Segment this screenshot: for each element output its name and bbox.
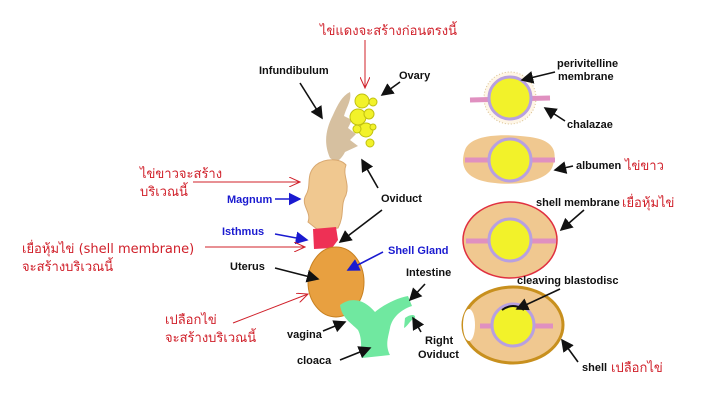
- shell-membrane-label: shell membrane: [536, 197, 620, 209]
- egg-stage-4: [461, 285, 565, 365]
- membrane-note-1: เยื่อหุ้มไข่ (shell membrane): [22, 240, 194, 257]
- yolk-note: ไข่แดงจะสร้างก่อนตรงนี้: [319, 21, 458, 39]
- annotation-arrows: [193, 40, 426, 361]
- membrane-note-2: จะสร้างบริเวณนี้: [22, 257, 114, 275]
- right-oviduct-label-1: Right: [425, 335, 453, 347]
- egg-labels: perivitelline membrane chalazae albumen …: [517, 58, 674, 376]
- egg-stage-1: [469, 71, 551, 125]
- albumen-note-1: ไข่ขาวจะสร้าง: [139, 166, 222, 182]
- ovary-label: Ovary: [399, 70, 431, 82]
- isthmus-label: Isthmus: [222, 226, 264, 238]
- infundibulum-label: Infundibulum: [259, 65, 329, 77]
- albumen-label: albumen: [576, 160, 622, 172]
- egg-stage-3: [462, 201, 558, 279]
- egg-arrows: [515, 71, 585, 363]
- shell-thai-label: เปลือกไข่: [611, 360, 663, 376]
- perivitelline-label-1: perivitelline: [557, 58, 618, 70]
- ovary-cluster: [349, 93, 378, 148]
- isthmus-shape: [313, 227, 338, 249]
- shell-gland-label: Shell Gland: [388, 245, 449, 257]
- vagina-label: vagina: [287, 329, 323, 341]
- oviduct-label: Oviduct: [381, 193, 422, 205]
- egg-stage-2: [463, 135, 555, 184]
- magnum-shape: [303, 159, 348, 231]
- tract-labels: ไข่แดงจะสร้างก่อนตรงนี้ Infundibulum Ova…: [22, 21, 459, 367]
- uterus-label: Uterus: [230, 261, 265, 273]
- right-oviduct-label-2: Oviduct: [418, 349, 459, 361]
- albumen-thai-label: ไข่ขาว: [624, 158, 664, 174]
- magnum-label: Magnum: [227, 194, 272, 206]
- cloaca-label: cloaca: [297, 355, 332, 367]
- chalazae-label: chalazae: [567, 119, 613, 131]
- shell-membrane-thai-label: เยื่อหุ้มไข่: [622, 194, 674, 211]
- cloaca-shape: [340, 296, 416, 358]
- shell-note-1: เปลือกไข่: [165, 312, 217, 328]
- infundibulum-shape: [326, 92, 358, 162]
- perivitelline-label-2: membrane: [558, 71, 614, 83]
- cleaving-blastodisc-label: cleaving blastodisc: [517, 275, 618, 287]
- intestine-label: Intestine: [406, 267, 451, 279]
- shell-note-2: จะสร้างบริเวณนี้: [165, 328, 257, 346]
- shell-label: shell: [582, 362, 607, 374]
- albumen-note-2: บริเวณนี้: [140, 182, 188, 200]
